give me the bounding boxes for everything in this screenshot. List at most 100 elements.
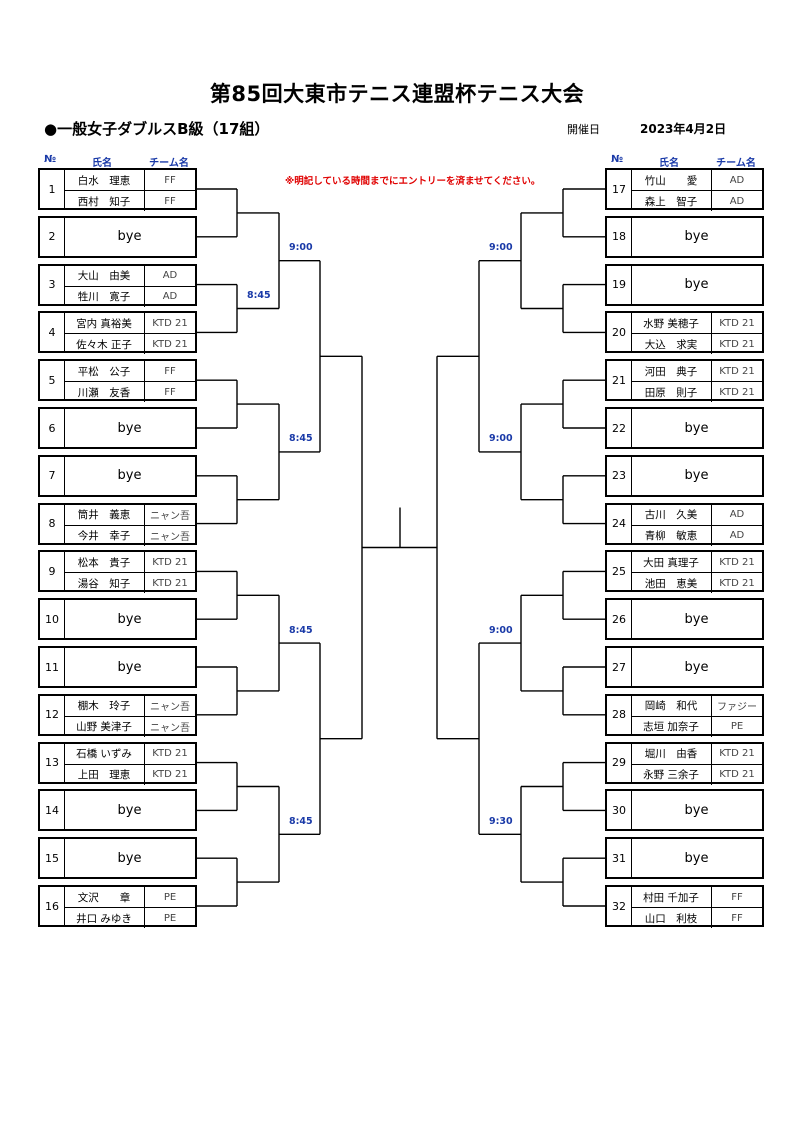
entry-number: 11 [40, 648, 65, 686]
entry-number: 23 [607, 456, 632, 495]
player-name: 松本 貴子 [64, 552, 145, 573]
player-name: 白水 理恵 [64, 170, 145, 190]
entry-10: 10 bye [38, 598, 197, 641]
bye-label: bye [684, 468, 709, 484]
team-name: ニャン吾 [150, 702, 190, 714]
player-name: 石橋 いずみ [64, 743, 145, 764]
player-name: 平松 公子 [64, 361, 145, 382]
player-name: 大込 求実 [631, 334, 712, 355]
player-name: 井口 みゆき [64, 908, 145, 928]
entry-number: 15 [40, 839, 65, 878]
header-no-left: № [43, 154, 57, 165]
entry-number: 10 [40, 600, 65, 639]
player-name: 河田 典子 [631, 361, 712, 382]
entry-number: 2 [40, 217, 65, 256]
player-row: 西村 知子 FF [64, 190, 195, 211]
player-row: 今井 幸子ニャン吾 [64, 524, 195, 546]
player-name: 西村 知子 [64, 191, 145, 211]
entry-number: 17 [607, 170, 632, 208]
team-name: FF [164, 195, 176, 207]
entry-number: 21 [607, 361, 632, 400]
team-name: KTD 21 [152, 556, 188, 568]
page-title: 第85回大東市テニス連盟杯テニス大会 [209, 82, 585, 106]
player-name: 牲川 寛子 [64, 286, 145, 307]
player-row: 岡崎 和代ファジー [631, 695, 762, 716]
entry-number: 22 [607, 409, 632, 447]
entry-number: 13 [40, 743, 65, 782]
time-left-r2-4: 8:45 [289, 816, 313, 827]
player-name: 大山 由美 [64, 265, 145, 286]
player-name: 筒井 義恵 [64, 504, 145, 525]
team-name: FF [164, 365, 176, 377]
entry-number: 32 [607, 887, 632, 925]
player-name: 水野 美穂子 [631, 313, 712, 334]
entry-number: 16 [40, 887, 65, 925]
team-name: ニャン吾 [150, 511, 190, 523]
player-name: 堀川 由香 [631, 743, 712, 764]
team-name: KTD 21 [719, 577, 755, 589]
player-name: 上田 理恵 [64, 764, 145, 785]
player-row: 棚木 玲子ニャン吾 [64, 695, 195, 716]
entry-19: 19 bye [605, 263, 764, 306]
bye-label: bye [684, 277, 709, 293]
team-name: ニャン吾 [150, 723, 190, 735]
time-left-r2-1: 9:00 [289, 242, 313, 253]
player-name: 宮内 真裕美 [64, 313, 145, 334]
player-row: 松本 貴子 KTD 21 [64, 552, 195, 573]
entry-number: 9 [40, 552, 65, 591]
entry-number: 28 [607, 695, 632, 734]
time-left-r2-2: 8:45 [289, 433, 313, 444]
date-value: 2023年4月2日 [640, 122, 727, 136]
team-name: FF [731, 912, 743, 924]
bye-label: bye [117, 611, 142, 627]
header-team-right: チーム名 [716, 158, 756, 169]
player-name: 青柳 敏恵 [631, 525, 712, 546]
date-label: 開催日 [567, 123, 600, 136]
bye-label: bye [117, 802, 142, 818]
player-name: 志垣 加奈子 [631, 716, 712, 737]
bye-label: bye [684, 611, 709, 627]
player-name: 佐々木 正子 [64, 334, 145, 355]
entry-number: 4 [40, 313, 65, 352]
player-row: 平松 公子 FF [64, 361, 195, 382]
bye-label: bye [684, 229, 709, 245]
team-name: PE [163, 891, 177, 903]
entry-number: 12 [40, 695, 65, 734]
player-row: 牲川 寛子 AD [64, 285, 195, 307]
team-name: KTD 21 [719, 338, 755, 350]
team-name: PE [163, 912, 177, 924]
team-name: AD [162, 270, 178, 282]
player-name: 川瀬 友香 [64, 382, 145, 403]
time-right-r2-3: 9:00 [489, 625, 513, 636]
team-name: KTD 21 [719, 386, 755, 398]
team-name: AD [729, 530, 745, 542]
header-name-right: 氏名 [659, 158, 679, 169]
entry-number: 24 [607, 504, 632, 543]
player-name: 古川 久美 [631, 504, 712, 525]
team-name: AD [162, 291, 178, 303]
event-subtitle: ●一般女子ダブルスB級（17組） [44, 120, 270, 138]
entry-number: 19 [607, 265, 632, 304]
bye-label: bye [117, 229, 142, 245]
